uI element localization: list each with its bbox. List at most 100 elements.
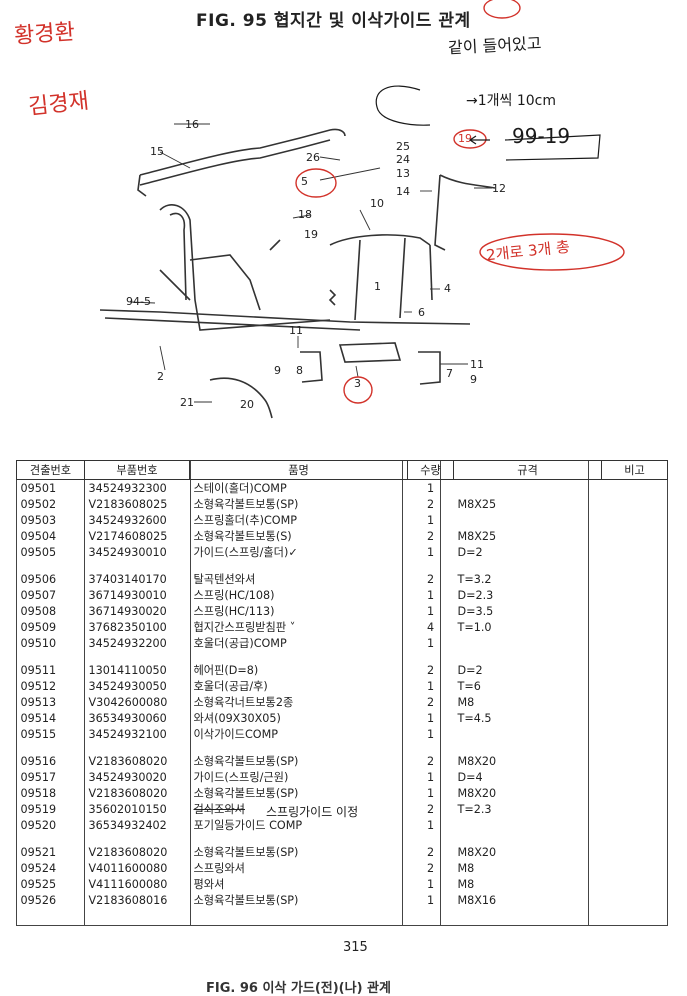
row-number-cell: 09510 [20, 636, 57, 650]
remarks-cell [602, 817, 668, 833]
part-number-cell: 36714930020 [88, 604, 167, 618]
part-number-cell: 34524930050 [88, 679, 167, 693]
quantity-cell: 4 [426, 620, 435, 634]
table-header-row: 견출번호 부품번호 품명 수량 규격 비고 [16, 460, 668, 480]
quantity-cell: 1 [426, 636, 435, 650]
row-number-cell: 09515 [20, 727, 57, 741]
part-number-cell: 36534930060 [88, 711, 167, 725]
table-spacer-row [17, 833, 668, 844]
spec-cell: D=3.5 [457, 604, 494, 618]
callout-11-a: 11 [289, 324, 303, 337]
header-no: 견출번호 [16, 460, 85, 480]
remarks-cell [602, 801, 668, 817]
row-number-cell: 09509 [20, 620, 57, 634]
part-number-cell: 36714930010 [88, 588, 167, 602]
row-number-cell: 09508 [20, 604, 57, 618]
remarks-cell [602, 753, 668, 769]
row-number-cell: 09518 [20, 786, 57, 800]
row-number-cell: 09504 [20, 529, 57, 543]
part-name-cell: 소형육각볼트보통(SP) [193, 846, 299, 859]
part-name-cell: 호울더(공급/후) [193, 680, 268, 693]
part-number-cell: 13014110050 [88, 663, 167, 677]
part-name-cell: 소형육각볼트보통(S) [193, 530, 292, 543]
part-name-cell: 소형육각볼트보통(SP) [193, 787, 299, 800]
handwriting-note-2: →1개씩 10cm [466, 93, 556, 109]
remarks-cell [602, 571, 668, 587]
callout-16: 16 [185, 118, 199, 131]
spec-cell: M8 [457, 695, 475, 709]
quantity-cell: 2 [426, 845, 435, 859]
part-number-cell: 34524930010 [88, 545, 167, 559]
part-name-cell: 협지간스프링받침판 ˅ [193, 621, 296, 634]
row-number-cell: 09502 [20, 497, 57, 511]
callout-7: 7 [446, 367, 453, 380]
table-row: 09518 V2183608020 소형육각볼트보통(SP) 1 M8X20 [17, 785, 668, 801]
part-number-cell: 34524932600 [88, 513, 167, 527]
quantity-cell: 2 [426, 802, 435, 816]
row-number-cell: 09506 [20, 572, 57, 586]
part-number-cell: 35602010150 [88, 802, 167, 816]
part-number-cell: 34524932300 [88, 481, 167, 495]
remarks-cell [602, 496, 668, 512]
col-divider [402, 460, 403, 926]
parts-diagram: 16 15 26 25 24 5 13 14 12 18 19 10 94-5 … [99, 0, 625, 419]
part-number-cell: V2183608020 [88, 845, 168, 859]
row-number-cell: 09521 [20, 845, 57, 859]
part-number-cell: 34524930020 [88, 770, 167, 784]
quantity-cell: 1 [426, 679, 435, 693]
part-name-cell: 평와셔 [193, 878, 225, 891]
table-spacer-row [17, 651, 668, 662]
part-name-cell: 소형육각볼트보통(SP) [193, 755, 299, 768]
part-name-cell: 스프링홀더(추)COMP [193, 514, 298, 527]
spec-cell: M8X20 [457, 786, 497, 800]
callout-14: 14 [396, 185, 410, 198]
part-number-cell: V2183608016 [88, 893, 168, 907]
remarks-cell [602, 844, 668, 860]
spec-cell [454, 635, 602, 651]
part-number-cell: V2183608020 [88, 786, 168, 800]
quantity-cell: 1 [426, 893, 435, 907]
header-quantity: 수량 [407, 460, 454, 480]
quantity-cell: 1 [426, 727, 435, 741]
header-spec: 규격 [453, 460, 602, 480]
spec-cell: M8X20 [457, 754, 497, 768]
callout-2: 2 [157, 370, 164, 383]
remarks-cell [602, 587, 668, 603]
spec-cell: D=4 [457, 770, 483, 784]
part-number-cell: V2174608025 [88, 529, 168, 543]
part-name-cell: 와셔(09X30X05) [193, 712, 281, 725]
part-name-cell: 소형육각볼트보통(SP) [193, 894, 299, 907]
quantity-cell: 1 [426, 604, 435, 618]
row-number-cell: 09512 [20, 679, 57, 693]
part-number-cell: 34524932200 [88, 636, 167, 650]
spec-cell: D=2 [457, 663, 483, 677]
spec-cell [454, 726, 602, 742]
remarks-cell [602, 544, 668, 560]
quantity-cell: 2 [426, 572, 435, 586]
remarks-cell [602, 769, 668, 785]
callout-3: 3 [354, 377, 361, 390]
row-number-cell: 09511 [20, 663, 57, 677]
part-number-cell: 37682350100 [88, 620, 167, 634]
remarks-cell [602, 876, 668, 892]
quantity-cell: 1 [426, 786, 435, 800]
table-spacer-row [17, 560, 668, 571]
figure-title: FIG. 95 협지간 및 이삭가이드 관계 [196, 11, 471, 31]
col-divider [84, 460, 85, 926]
quantity-cell: 2 [426, 529, 435, 543]
row-number-cell: 09519 [20, 802, 57, 816]
quantity-cell: 2 [426, 754, 435, 768]
callout-20: 20 [240, 398, 254, 411]
part-number-cell: V3042600080 [88, 695, 168, 709]
col-divider [588, 460, 589, 926]
callout-15: 15 [150, 145, 164, 158]
handwriting-circle-19: 19 [458, 132, 472, 145]
